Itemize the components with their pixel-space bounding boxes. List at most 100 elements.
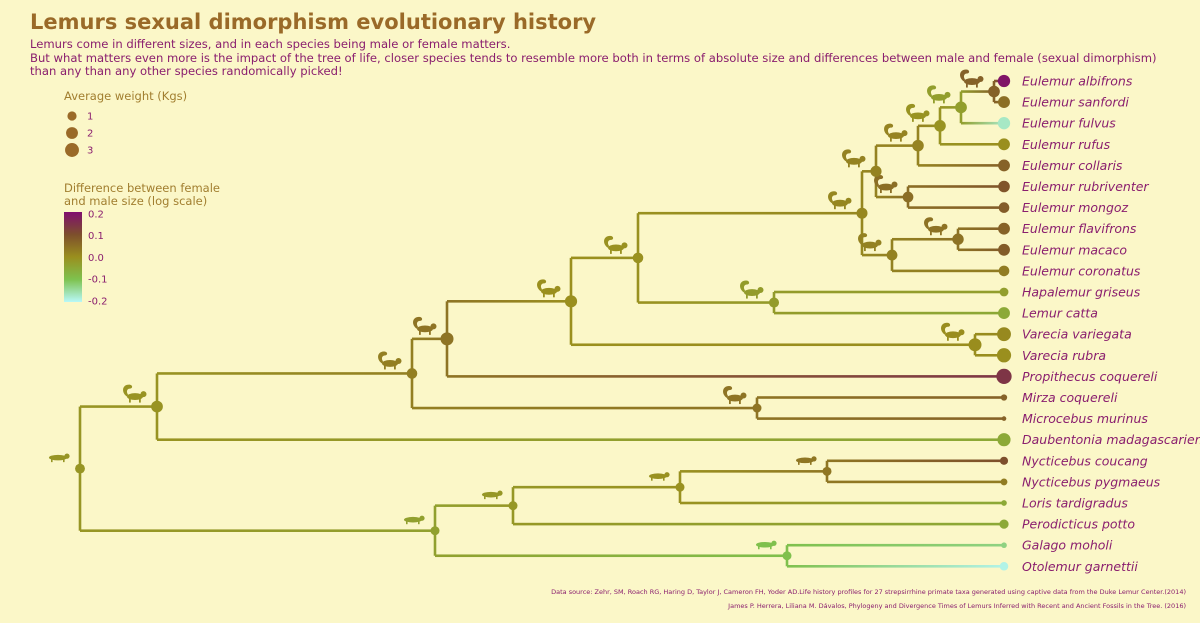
weight-legend-label: 2: [87, 129, 93, 140]
branch-horizontal: [80, 529, 435, 532]
lemur-silhouette-icon: [927, 85, 951, 104]
branch-horizontal: [774, 311, 1004, 315]
ancestral-node: [564, 295, 578, 308]
ancestral-node: [822, 466, 832, 476]
species-label: Nycticebus pygmaeus: [1022, 474, 1161, 489]
ancestral-node: [406, 368, 418, 379]
species-label: Mirza coquereli: [1022, 390, 1118, 405]
lemur-silhouette-icon: [906, 103, 930, 122]
tip-marker: [1000, 478, 1008, 486]
ancestral-node: [75, 463, 85, 474]
branch-horizontal: [876, 144, 918, 147]
branch-horizontal: [447, 375, 1004, 378]
weight-legend-dot: [67, 111, 77, 121]
ancestral-node: [752, 403, 762, 413]
species-label: Propithecus coquereli: [1022, 369, 1158, 384]
branch-horizontal: [862, 253, 892, 257]
ancestral-node: [902, 191, 914, 203]
tip-marker: [1001, 416, 1007, 421]
ancestral-node: [508, 501, 518, 511]
loris-silhouette-icon: [756, 540, 777, 550]
branch-horizontal: [892, 269, 1004, 273]
tip-marker: [998, 159, 1010, 172]
species-label: Eulemur macaco: [1022, 242, 1127, 257]
weight-legend-title: Average weight (Kgs): [64, 89, 188, 103]
tip-marker: [998, 243, 1010, 256]
species-label: Eulemur coronatus: [1022, 263, 1141, 278]
dimorphism-tick-label: -0.1: [88, 275, 108, 286]
species-label: Daubentonia madagascariensis: [1022, 432, 1200, 447]
branch-horizontal: [787, 543, 1004, 547]
dimorphism-colorbar: [64, 212, 82, 302]
ancestral-node: [632, 252, 644, 264]
lemur-silhouette-icon: [874, 175, 898, 194]
tip-marker: [997, 327, 1011, 342]
branch-horizontal: [157, 438, 1004, 441]
tip-marker: [996, 368, 1012, 385]
lemur-silhouette-icon: [960, 69, 984, 88]
tip-marker: [1001, 500, 1007, 506]
tip-marker: [1000, 394, 1008, 401]
tip-marker: [998, 222, 1010, 235]
tip-marker: [999, 287, 1009, 297]
lemur-silhouette-icon: [858, 233, 882, 252]
tip-marker: [998, 138, 1010, 151]
ancestral-node: [870, 165, 882, 177]
species-label: Galago moholi: [1022, 538, 1113, 553]
branch-horizontal: [571, 256, 638, 260]
branch-horizontal: [975, 354, 1004, 357]
branch-horizontal: [774, 290, 1004, 294]
tip-marker: [1001, 542, 1007, 549]
chart-title: Lemurs sexual dimorphism evolutionary hi…: [30, 10, 597, 34]
ancestral-node: [440, 332, 454, 346]
ancestral-node: [768, 297, 780, 308]
ancestral-node: [968, 338, 982, 352]
lemur-silhouette-icon: [413, 316, 437, 335]
species-label: Varecia rubra: [1022, 348, 1106, 363]
lemur-silhouette-icon: [740, 280, 764, 299]
tip-marker: [998, 180, 1010, 193]
branch-horizontal: [918, 164, 1004, 167]
ancestral-node: [988, 85, 1000, 98]
loris-silhouette-icon: [482, 490, 503, 500]
lemur-silhouette-icon: [941, 322, 965, 341]
branch-horizontal: [961, 90, 994, 93]
lemur-silhouette-icon: [537, 279, 561, 298]
tip-marker: [998, 96, 1010, 109]
tip-marker: [998, 265, 1010, 277]
loris-silhouette-icon: [404, 515, 425, 525]
ancestral-node: [912, 139, 924, 152]
data-source: Data source: Zehr, SM, Roach RG, Haring …: [551, 585, 1186, 613]
branch-horizontal: [908, 185, 1004, 188]
weight-legend-label: 3: [87, 146, 93, 157]
ancestral-node: [934, 120, 946, 132]
tip-marker: [999, 456, 1009, 465]
lemur-silhouette-icon: [723, 386, 747, 405]
branch-horizontal: [680, 470, 827, 473]
dimorphism-tick-label: 0.0: [88, 253, 104, 264]
branch-horizontal: [513, 522, 1004, 526]
species-label: Eulemur flavifrons: [1022, 221, 1137, 236]
lemur-silhouette-icon: [828, 191, 852, 210]
tip-marker: [999, 562, 1009, 571]
branch-horizontal: [827, 459, 1004, 463]
ancestral-node: [675, 482, 685, 492]
branch-horizontal: [412, 337, 447, 341]
lemur-silhouette-icon: [924, 217, 948, 236]
species-label: Varecia variegata: [1022, 327, 1132, 342]
species-label: Lemur catta: [1022, 306, 1098, 321]
dimorphism-legend: 0.20.10.0-0.1-0.2: [64, 210, 108, 307]
lemur-silhouette-icon: [884, 123, 908, 142]
species-label: Otolemur garnettii: [1022, 559, 1138, 574]
branch-horizontal: [435, 504, 513, 507]
branch-horizontal: [157, 372, 412, 375]
branch-horizontal: [435, 554, 787, 558]
subtitle-line: Lemurs come in different sizes, and in e…: [30, 37, 511, 51]
subtitle-line: But what matters even more is the impact…: [30, 50, 1157, 65]
species-label: Microcebus murinus: [1022, 411, 1148, 426]
tip-marker: [997, 74, 1011, 88]
tip-marker: [996, 348, 1012, 363]
lemur-silhouette-icon: [604, 235, 628, 254]
